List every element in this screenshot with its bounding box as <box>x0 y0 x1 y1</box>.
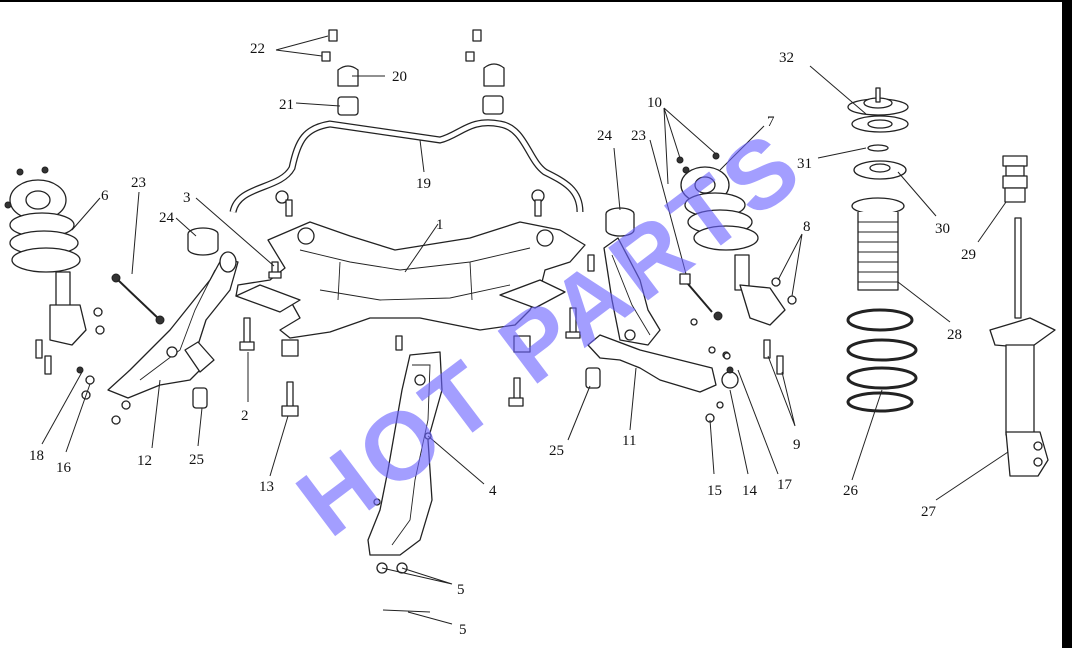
callout-9: 9 <box>793 437 801 453</box>
part-26-coil-spring <box>846 308 918 413</box>
callout-numbers: 22 20 21 19 1 3 23 24 6 2 13 12 25 18 16… <box>29 41 976 638</box>
part-12-left-control-arm <box>107 251 239 399</box>
part-7-right-strut-assembly <box>676 152 786 326</box>
part-3-bolt <box>268 261 282 279</box>
callout-7: 7 <box>767 114 775 130</box>
part-6-left-strut-assembly <box>4 166 87 346</box>
callout-32: 32 <box>779 50 794 66</box>
callout-22: 22 <box>250 41 265 57</box>
part-31-washer <box>867 144 889 152</box>
part-left-bolts <box>35 307 105 375</box>
callout-28: 28 <box>947 327 962 343</box>
callout-4: 4 <box>489 483 497 499</box>
part-29-bump-stop <box>1002 155 1028 203</box>
callout-31: 31 <box>797 156 812 172</box>
callout-6: 6 <box>101 188 109 204</box>
part-25-left-bushing <box>192 387 208 409</box>
part-9-bolts <box>723 339 784 375</box>
right-border <box>1062 0 1072 648</box>
part-32-top-mount <box>847 87 909 133</box>
part-4-cross-member <box>367 351 443 556</box>
callout-27: 27 <box>921 504 937 520</box>
callout-5-upper: 5 <box>457 582 465 598</box>
part-1-subframe <box>235 221 586 357</box>
callout-3: 3 <box>183 190 191 206</box>
callout-12: 12 <box>137 453 152 469</box>
part-11-right-control-arm <box>587 237 717 393</box>
callout-11: 11 <box>622 433 636 449</box>
callout-25-right: 25 <box>549 443 564 459</box>
callout-29: 29 <box>961 247 976 263</box>
callout-15: 15 <box>707 483 722 499</box>
callout-26: 26 <box>843 483 859 499</box>
part-18-16-fasteners <box>76 366 131 425</box>
callout-24-right: 24 <box>597 128 613 144</box>
part-25-right-bushing <box>585 367 601 389</box>
callout-8: 8 <box>803 219 811 235</box>
callout-5-lower: 5 <box>459 622 467 638</box>
callout-1: 1 <box>436 217 444 233</box>
part-2-bolt <box>239 317 255 351</box>
part-23-right-link <box>679 273 723 326</box>
callout-23-right: 23 <box>631 128 646 144</box>
callout-14: 14 <box>742 483 758 499</box>
callout-2: 2 <box>241 408 249 424</box>
part-right-bolts <box>275 189 595 407</box>
callout-21: 21 <box>279 97 294 113</box>
part-24-right-bushing <box>605 207 635 237</box>
callout-17: 17 <box>777 477 793 493</box>
part-30-spring-seat <box>853 160 907 180</box>
part-23-left-link <box>111 273 165 325</box>
callout-23-left: 23 <box>131 175 146 191</box>
callout-20: 20 <box>392 69 407 85</box>
part-19-stabilizer-bar <box>229 119 584 214</box>
callout-30: 30 <box>935 221 950 237</box>
callout-16: 16 <box>56 460 72 476</box>
callout-25-left: 25 <box>189 452 204 468</box>
top-border <box>0 0 1072 2</box>
part-28-dust-boot <box>851 197 905 291</box>
callout-24-left: 24 <box>159 210 175 226</box>
callout-19: 19 <box>416 176 431 192</box>
part-22-bolts <box>321 29 482 62</box>
part-5-nuts <box>376 562 431 613</box>
part-24-left-bushing <box>187 227 219 256</box>
part-27-shock-absorber <box>989 217 1056 477</box>
leader-lines <box>41 35 1009 625</box>
part-13-bolt <box>281 381 299 417</box>
part-21-bushings <box>337 95 504 116</box>
callout-18: 18 <box>29 448 44 464</box>
callout-13: 13 <box>259 479 274 495</box>
part-20-clamps <box>337 63 505 87</box>
callout-10: 10 <box>647 95 662 111</box>
